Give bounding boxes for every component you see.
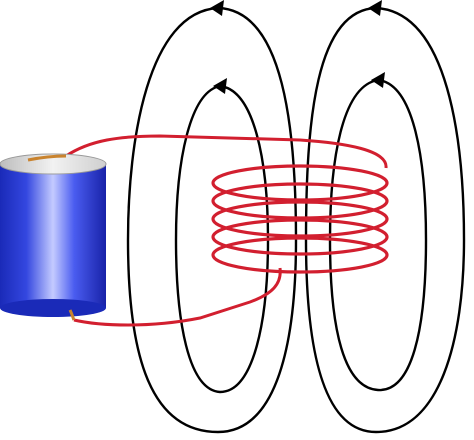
arrow-icon [371,72,385,88]
field-arrows [210,0,385,94]
coil [211,164,389,274]
arrow-icon [368,0,382,16]
coil-turn-1 [211,164,389,202]
coil-turn-2 [211,182,389,220]
battery-body [0,164,106,308]
battery-terminal-top [27,154,67,162]
battery-bottom [0,299,106,317]
battery-top [0,153,107,175]
field-line-inner-right [328,78,428,392]
bottom-lead-wire [73,267,282,327]
field-line-outer-right [304,6,466,434]
battery [0,153,107,321]
coil-turn-3 [211,200,389,238]
field-line-outer-left [126,6,298,434]
top-lead-wire [65,134,388,169]
arrow-icon [213,78,227,94]
field-lines [126,6,466,434]
arrow-icon [210,0,224,16]
battery-terminal-bottom [68,309,76,321]
field-line-inner-left [174,84,270,394]
lead-wires [65,134,388,327]
coil-turn-4 [211,218,389,256]
coil-turn-5 [211,236,389,274]
